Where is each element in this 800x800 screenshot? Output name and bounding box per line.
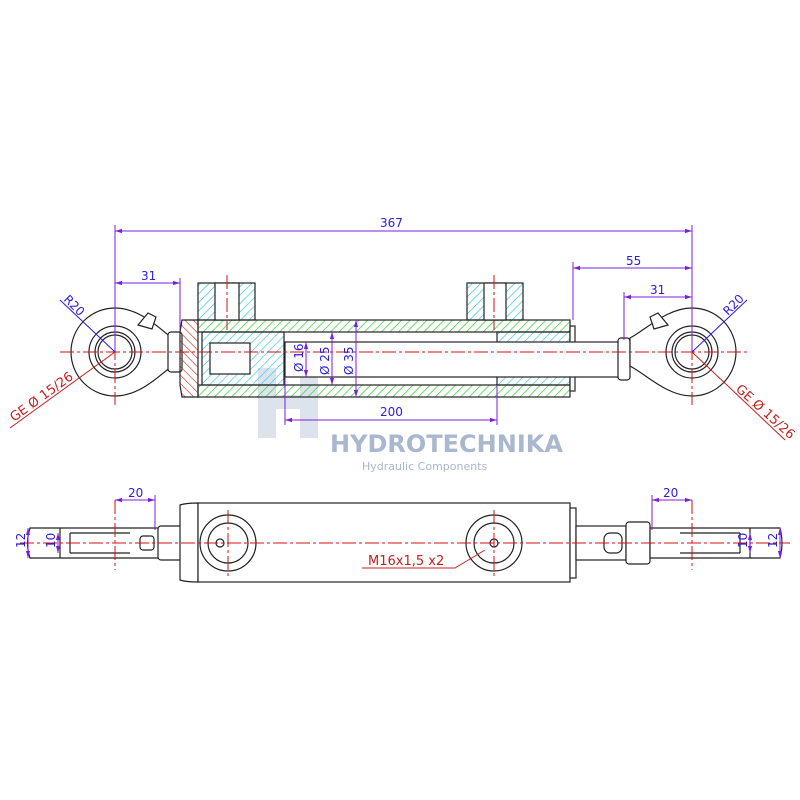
dim-right-inner: 10	[736, 533, 750, 548]
piston-rod	[284, 341, 621, 378]
dim-right-eye-offset: 31	[650, 283, 665, 297]
dim-right-radius: R20	[720, 292, 747, 319]
bottom-centerlines	[20, 500, 790, 578]
watermark: HYDROTECHNIKA Hydraulic Components	[330, 430, 563, 473]
left-grease-nipple	[136, 312, 157, 330]
dim-left-eye-offset: 31	[141, 269, 156, 283]
port-thread-label: M16x1,5 x2	[368, 554, 444, 569]
dim-right-outer: 12	[766, 533, 780, 548]
left-rod-eye	[70, 307, 173, 397]
left-end-cap	[179, 319, 199, 398]
dim-bore-diameter: Ø 25	[318, 346, 332, 375]
dim-left-inner: 10	[44, 533, 58, 548]
dim-left-outer: 12	[14, 533, 28, 548]
barrel-wall-bottom	[197, 384, 571, 398]
left-bearing-label: GE Ø 15/26	[8, 369, 77, 425]
dim-overall-length: 367	[380, 216, 403, 230]
dim-rod-diameter: Ø 16	[292, 343, 306, 372]
right-bearing-label: GE Ø 15/26	[732, 382, 797, 443]
dim-stroke: 200	[380, 405, 403, 419]
right-grease-nipple	[649, 312, 670, 330]
watermark-tagline: Hydraulic Components	[362, 460, 488, 473]
watermark-brand: HYDROTECHNIKA	[330, 430, 563, 458]
bottom-dimensions	[25, 495, 783, 569]
barrel-wall-top	[197, 319, 571, 333]
dim-outer-diameter: Ø 35	[342, 346, 356, 375]
dim-left-width: 20	[128, 486, 143, 500]
dim-right-width: 20	[663, 486, 678, 500]
dim-right-port-offset: 55	[626, 254, 641, 268]
top-dimensions	[9, 225, 786, 441]
dim-left-radius: R20	[61, 292, 88, 319]
top-view	[70, 282, 737, 398]
